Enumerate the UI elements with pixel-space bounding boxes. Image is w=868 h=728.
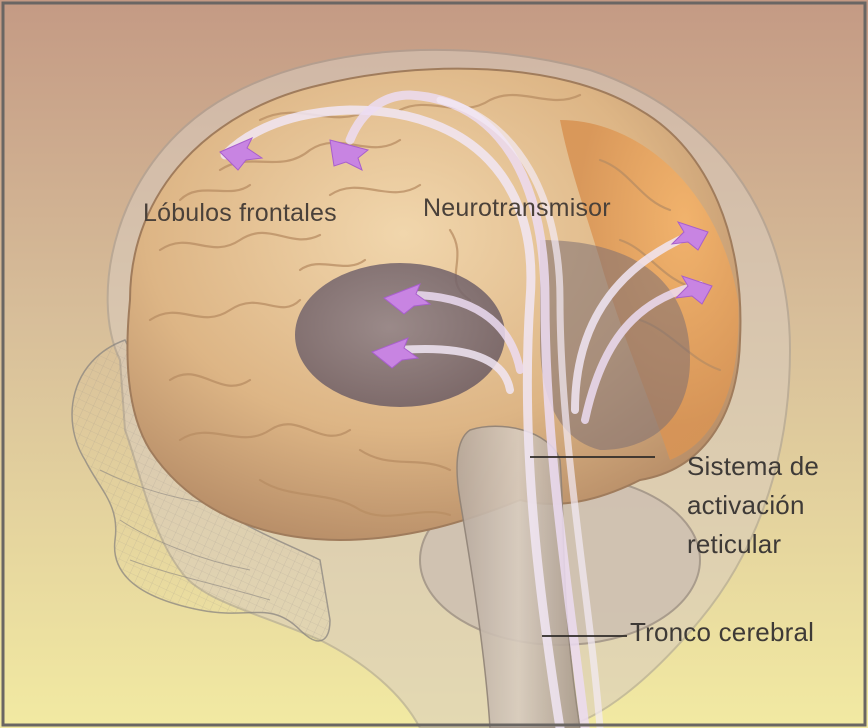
frontal-lobes-label: Lóbulos frontales	[143, 199, 337, 228]
brainstem-label: Tronco cerebral	[630, 617, 814, 648]
reticular-system-label-line-2: activación	[687, 486, 819, 525]
reticular-system-label-line-3: reticular	[687, 525, 819, 564]
reticular-system-label: Sistema de activación reticular	[687, 447, 819, 564]
neurotransmitter-label: Neurotransmisor	[423, 194, 611, 223]
reticular-system-label-line-1: Sistema de	[687, 447, 819, 486]
